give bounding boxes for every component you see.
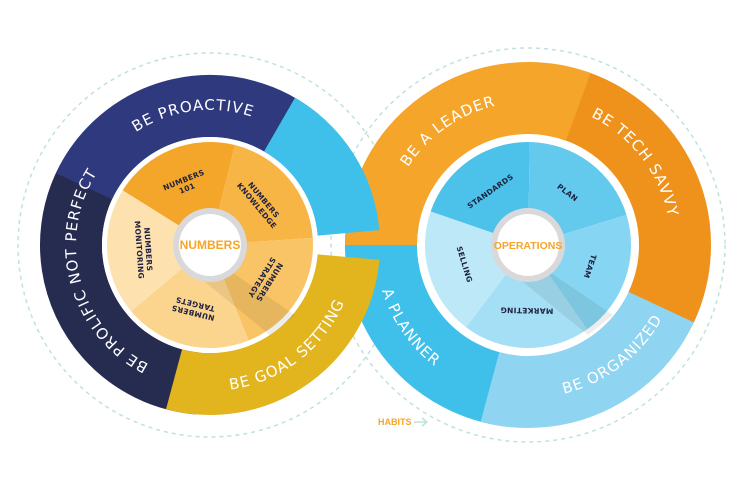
band-a-planner (345, 213, 520, 428)
band-be-proactive (55, 75, 320, 201)
band-a-planner-arrow (263, 97, 380, 237)
segment-label: MARKETING (500, 306, 553, 316)
hub-label: OPERATIONS (494, 240, 563, 252)
hub-shadow (518, 271, 613, 335)
band-be-organized (480, 272, 705, 428)
wheel-segment (107, 190, 210, 312)
hub-shadow (200, 271, 295, 335)
segment-label-line: MARKETING (500, 306, 553, 316)
hub-disc (497, 214, 559, 276)
arrow-right-icon (414, 417, 429, 427)
wheel-segment (466, 245, 588, 348)
dashed-outline-right (330, 47, 726, 443)
segment-label: NUMBERSMONITORING (133, 220, 155, 280)
band-be-prolific (40, 147, 202, 415)
segment-label-line: NUMBERS (142, 227, 154, 271)
segment-label-line: MONITORING (133, 221, 146, 280)
habits-label: HABITS (378, 417, 412, 427)
band-be-tech-savvy (546, 64, 711, 323)
hub-disc (179, 214, 241, 276)
band-be-goal-setting (166, 253, 380, 415)
band-be-a-leader (345, 62, 591, 246)
hub-label: NUMBERS (180, 238, 241, 252)
